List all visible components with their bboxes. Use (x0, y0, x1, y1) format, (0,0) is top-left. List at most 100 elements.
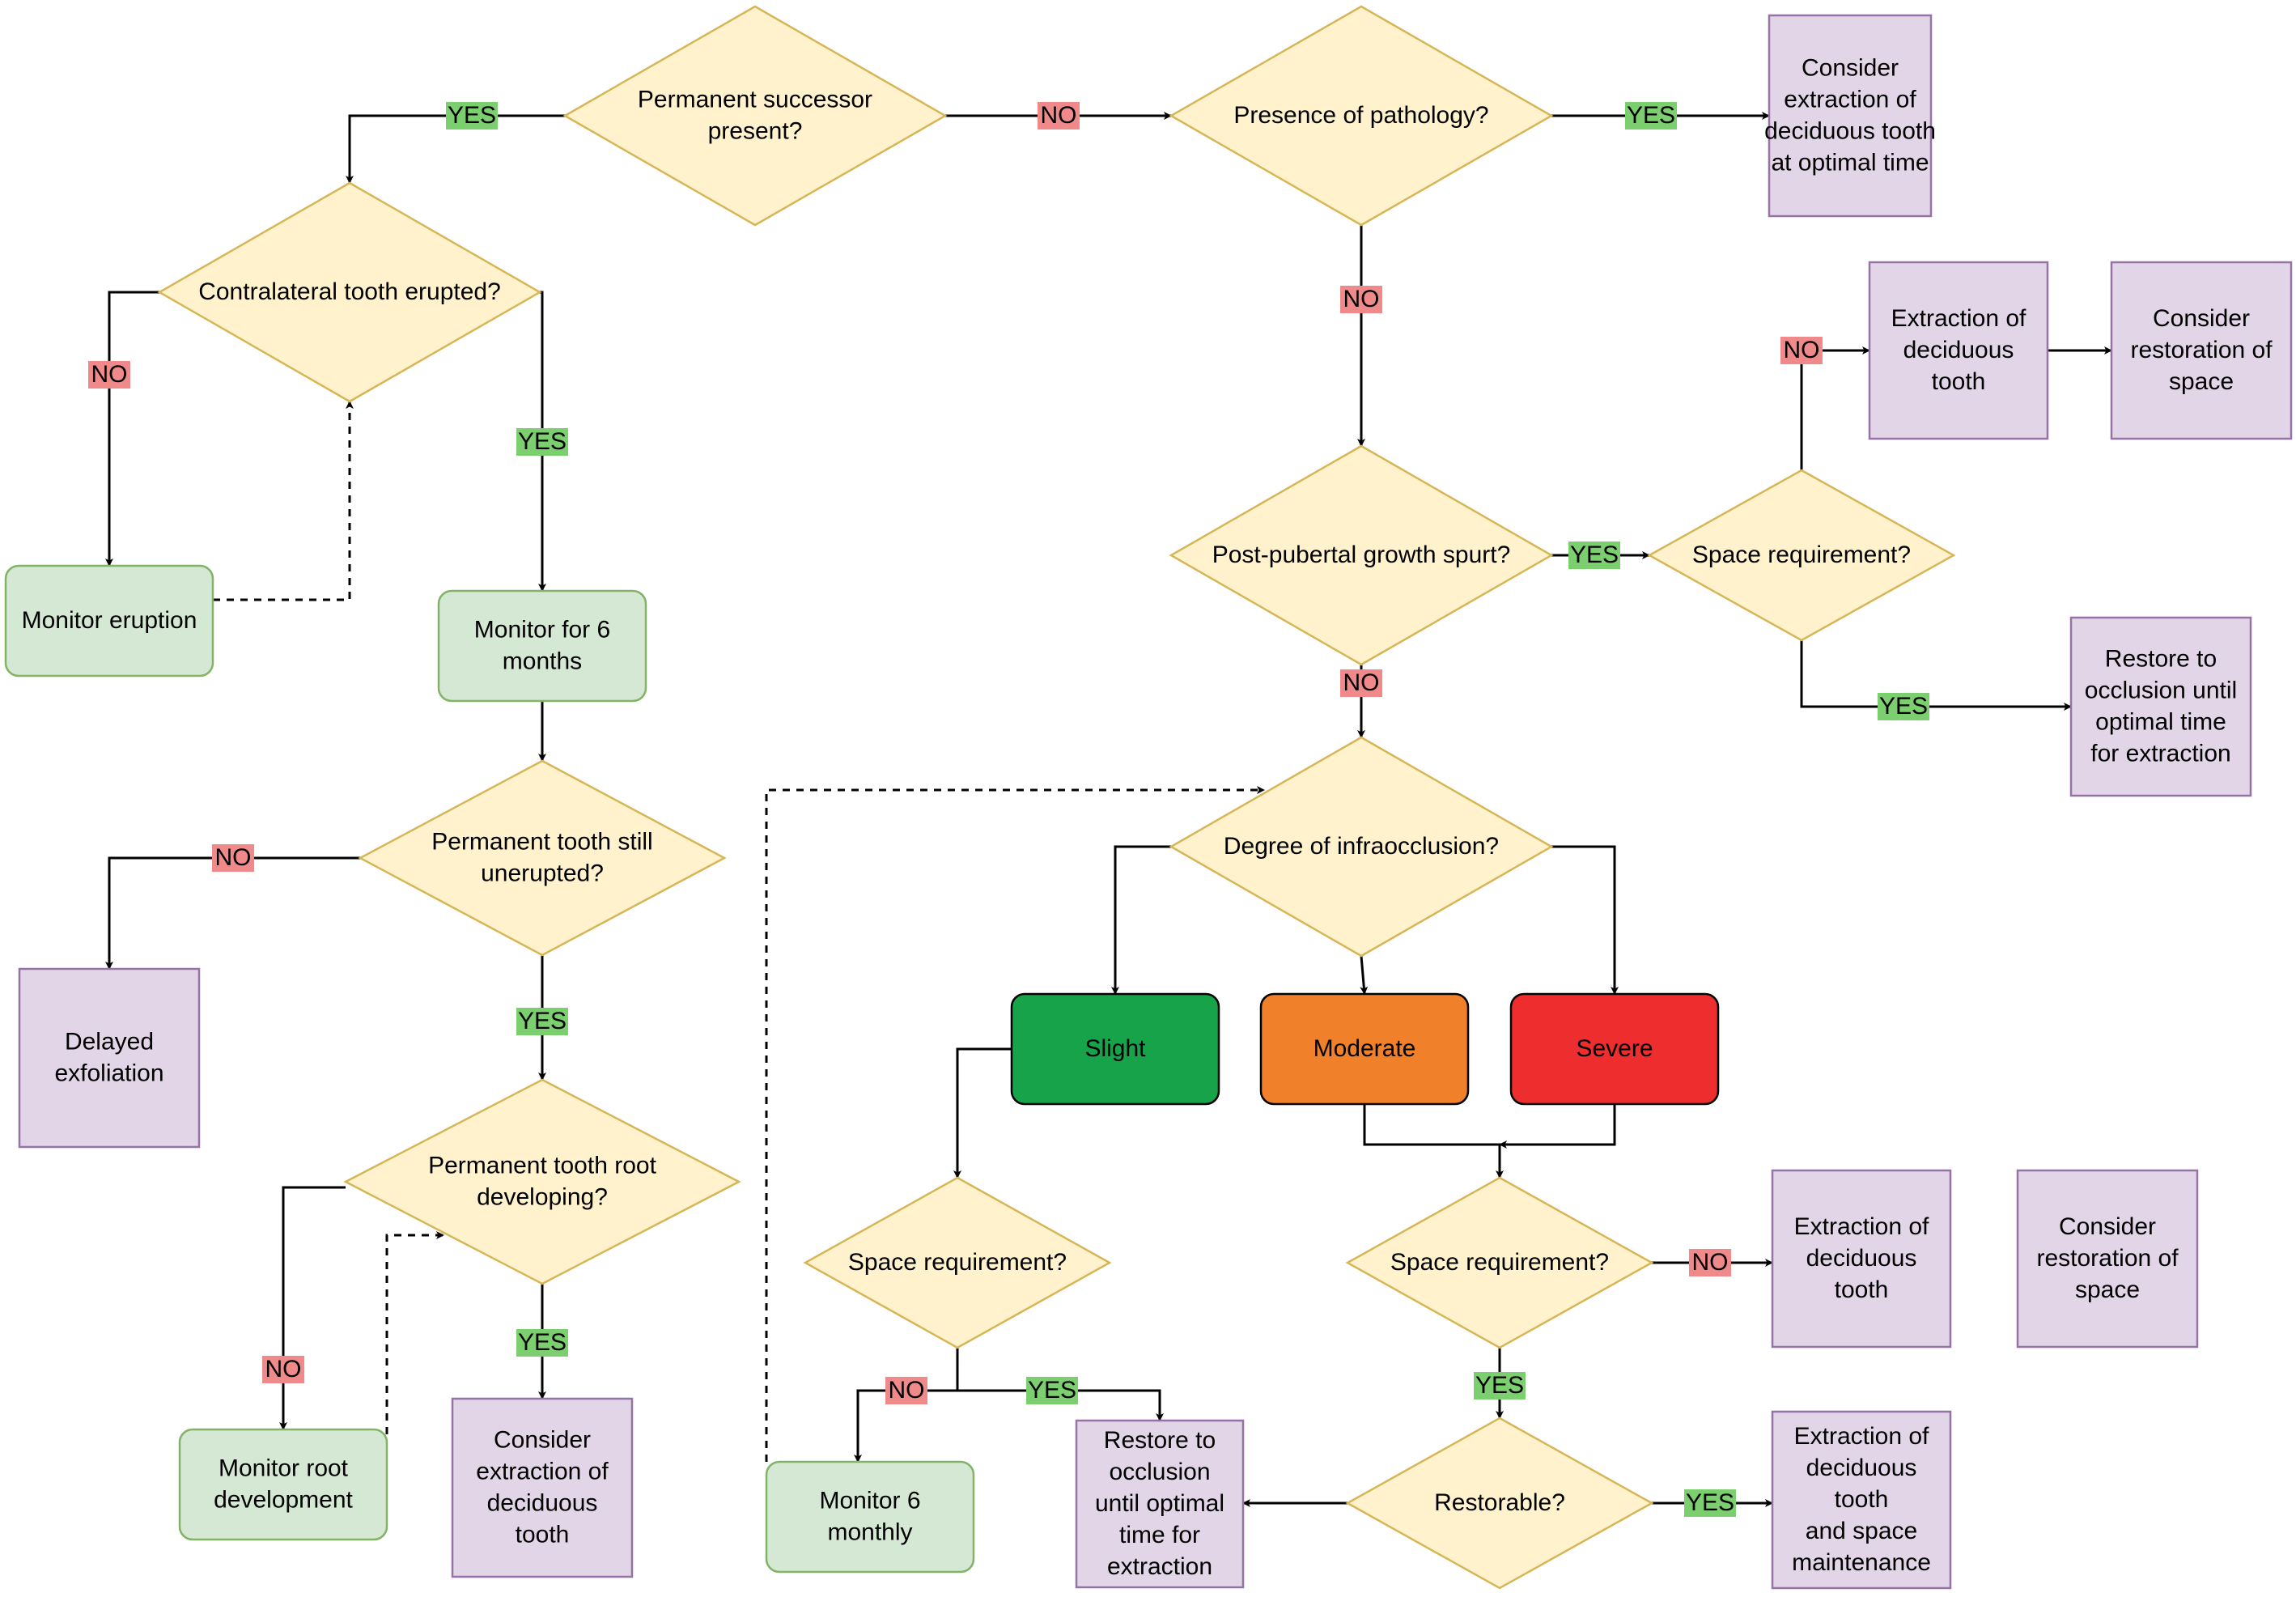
node-label-line: Consider (2059, 1213, 2156, 1240)
node-label-line: Monitor eruption (22, 607, 197, 634)
node-label-line: space (2075, 1276, 2140, 1303)
action-box (1771, 1169, 1952, 1349)
rounded-box (4, 564, 214, 677)
node-label-line: tooth (1835, 1486, 1889, 1513)
infraocclusion-node: Degree of infraocclusion? (1169, 736, 1554, 958)
edge-label-yes: YES (446, 102, 498, 130)
edge-n_infraocclusion-to-n_severe (1551, 845, 1619, 995)
edge-label-yes: YES (1625, 102, 1677, 130)
action-box (1771, 1410, 1952, 1590)
node-label-line: Restore to (2105, 645, 2217, 672)
node-label-line: Permanent tooth still (431, 828, 652, 855)
edge-label-background (1689, 1249, 1731, 1276)
action-box (2110, 261, 2293, 440)
edge-label-background (1878, 693, 1929, 720)
node-label-line: extraction of (476, 1458, 609, 1484)
node-label-line: deciduous (1806, 1455, 1917, 1481)
node-label-line: maintenance (1792, 1549, 1931, 1576)
edge-n_infraocclusion-to-n_moderate (1360, 955, 1369, 995)
edge-label-no: NO (885, 1377, 927, 1404)
node-label-line: development (214, 1486, 353, 1513)
edge-label-text: NO (889, 1377, 925, 1404)
edge-label-background (88, 361, 130, 389)
node-label-line: Space requirement? (1390, 1249, 1609, 1276)
edge-label-text: YES (1570, 542, 1619, 568)
action-box (2016, 1169, 2199, 1349)
node-label-line: Consider (494, 1426, 591, 1453)
edge-label-yes: YES (516, 428, 568, 456)
edge-label-background (1038, 102, 1080, 130)
node-label-line: Slight (1084, 1035, 1146, 1062)
edge-label-text: NO (265, 1356, 302, 1383)
node-label-line: at optimal time (1771, 149, 1929, 176)
node-label-line: Space requirement? (1692, 542, 1911, 568)
rounded-box (1259, 992, 1470, 1106)
node-label-line: deciduous (487, 1489, 598, 1516)
edge-label-background (885, 1377, 927, 1404)
node-label-line: tooth (516, 1521, 570, 1548)
edge-label-yes: YES (1878, 693, 1929, 720)
edge-label-yes: YES (516, 1008, 568, 1035)
node-label-line: monthly (827, 1518, 912, 1545)
edge-label-text: NO (1041, 102, 1077, 129)
decision-diamond (1169, 5, 1554, 227)
edge-n_slight-to-n_space_req_slight (953, 1047, 1012, 1179)
node-label-line: extraction of (1784, 86, 1916, 113)
pathology-node: Presence of pathology? (1169, 5, 1554, 227)
edge-label-background (1474, 1372, 1526, 1399)
edge-n_monitor_root-to-n_root_developing (385, 1231, 444, 1434)
node-label-line: deciduous (1903, 337, 2014, 363)
node-label-line: for extraction (2090, 740, 2230, 767)
space-req-severe-node: Space requirement? (1345, 1176, 1654, 1349)
severe-node: Severe (1509, 992, 1720, 1106)
node-label-line: restoration of (2130, 337, 2273, 363)
node-label-line: Monitor 6 (819, 1487, 920, 1514)
edge-n_moderate-to-n_space_req_severe (1363, 1104, 1504, 1179)
action-box (2069, 616, 2252, 797)
edge-label-text: NO (1343, 286, 1380, 312)
node-label-line: Extraction of (1794, 1423, 1929, 1450)
edge-label-text: YES (1879, 693, 1928, 720)
node-label-line: deciduous (1806, 1245, 1917, 1272)
monitor-eruption-node: Monitor eruption (4, 564, 214, 677)
edge-label-background (446, 102, 498, 130)
node-label-line: deciduous tooth (1764, 117, 1936, 144)
edge-label-no: NO (1340, 669, 1382, 697)
action-box (18, 967, 201, 1149)
node-label-line: restoration of (2036, 1245, 2179, 1272)
edge-label-background (516, 1329, 568, 1357)
decision-diamond (1647, 469, 1956, 642)
edge-label-background (516, 428, 568, 456)
node-label-line: Restorable? (1434, 1489, 1565, 1516)
restorable-node: Restorable? (1345, 1416, 1654, 1590)
node-label-line: Permanent successor (638, 86, 872, 113)
action-box (1075, 1419, 1245, 1589)
decision-diamond (343, 1078, 741, 1285)
decision-diamond (562, 5, 948, 227)
edge-n_root_developing-to-n_monitor_root (279, 1186, 346, 1430)
edge-label-text: YES (1028, 1377, 1076, 1404)
node-label-line: Contralateral tooth erupted? (198, 278, 501, 305)
action-box (451, 1397, 634, 1578)
node-label-line: Severe (1576, 1035, 1653, 1062)
rounded-box (178, 1428, 388, 1541)
decision-diamond (1169, 736, 1554, 958)
node-label-line: Permanent tooth root (428, 1152, 657, 1179)
edge-label-background (1026, 1377, 1078, 1404)
decision-diamond (1169, 444, 1554, 666)
restoration-mid-node: Consider restoration of space (2016, 1169, 2199, 1349)
node-label-line: Monitor for 6 (474, 616, 610, 643)
space-req-slight-node: Space requirement? (803, 1176, 1112, 1349)
edge-label-background (1568, 542, 1620, 569)
edge-label-no: NO (1340, 286, 1382, 313)
edge-label-no: NO (1780, 337, 1823, 364)
edge-label-text: NO (1343, 669, 1380, 696)
edge-n_space_req_top-to-n_restore_occlusion_top (1800, 640, 2072, 711)
